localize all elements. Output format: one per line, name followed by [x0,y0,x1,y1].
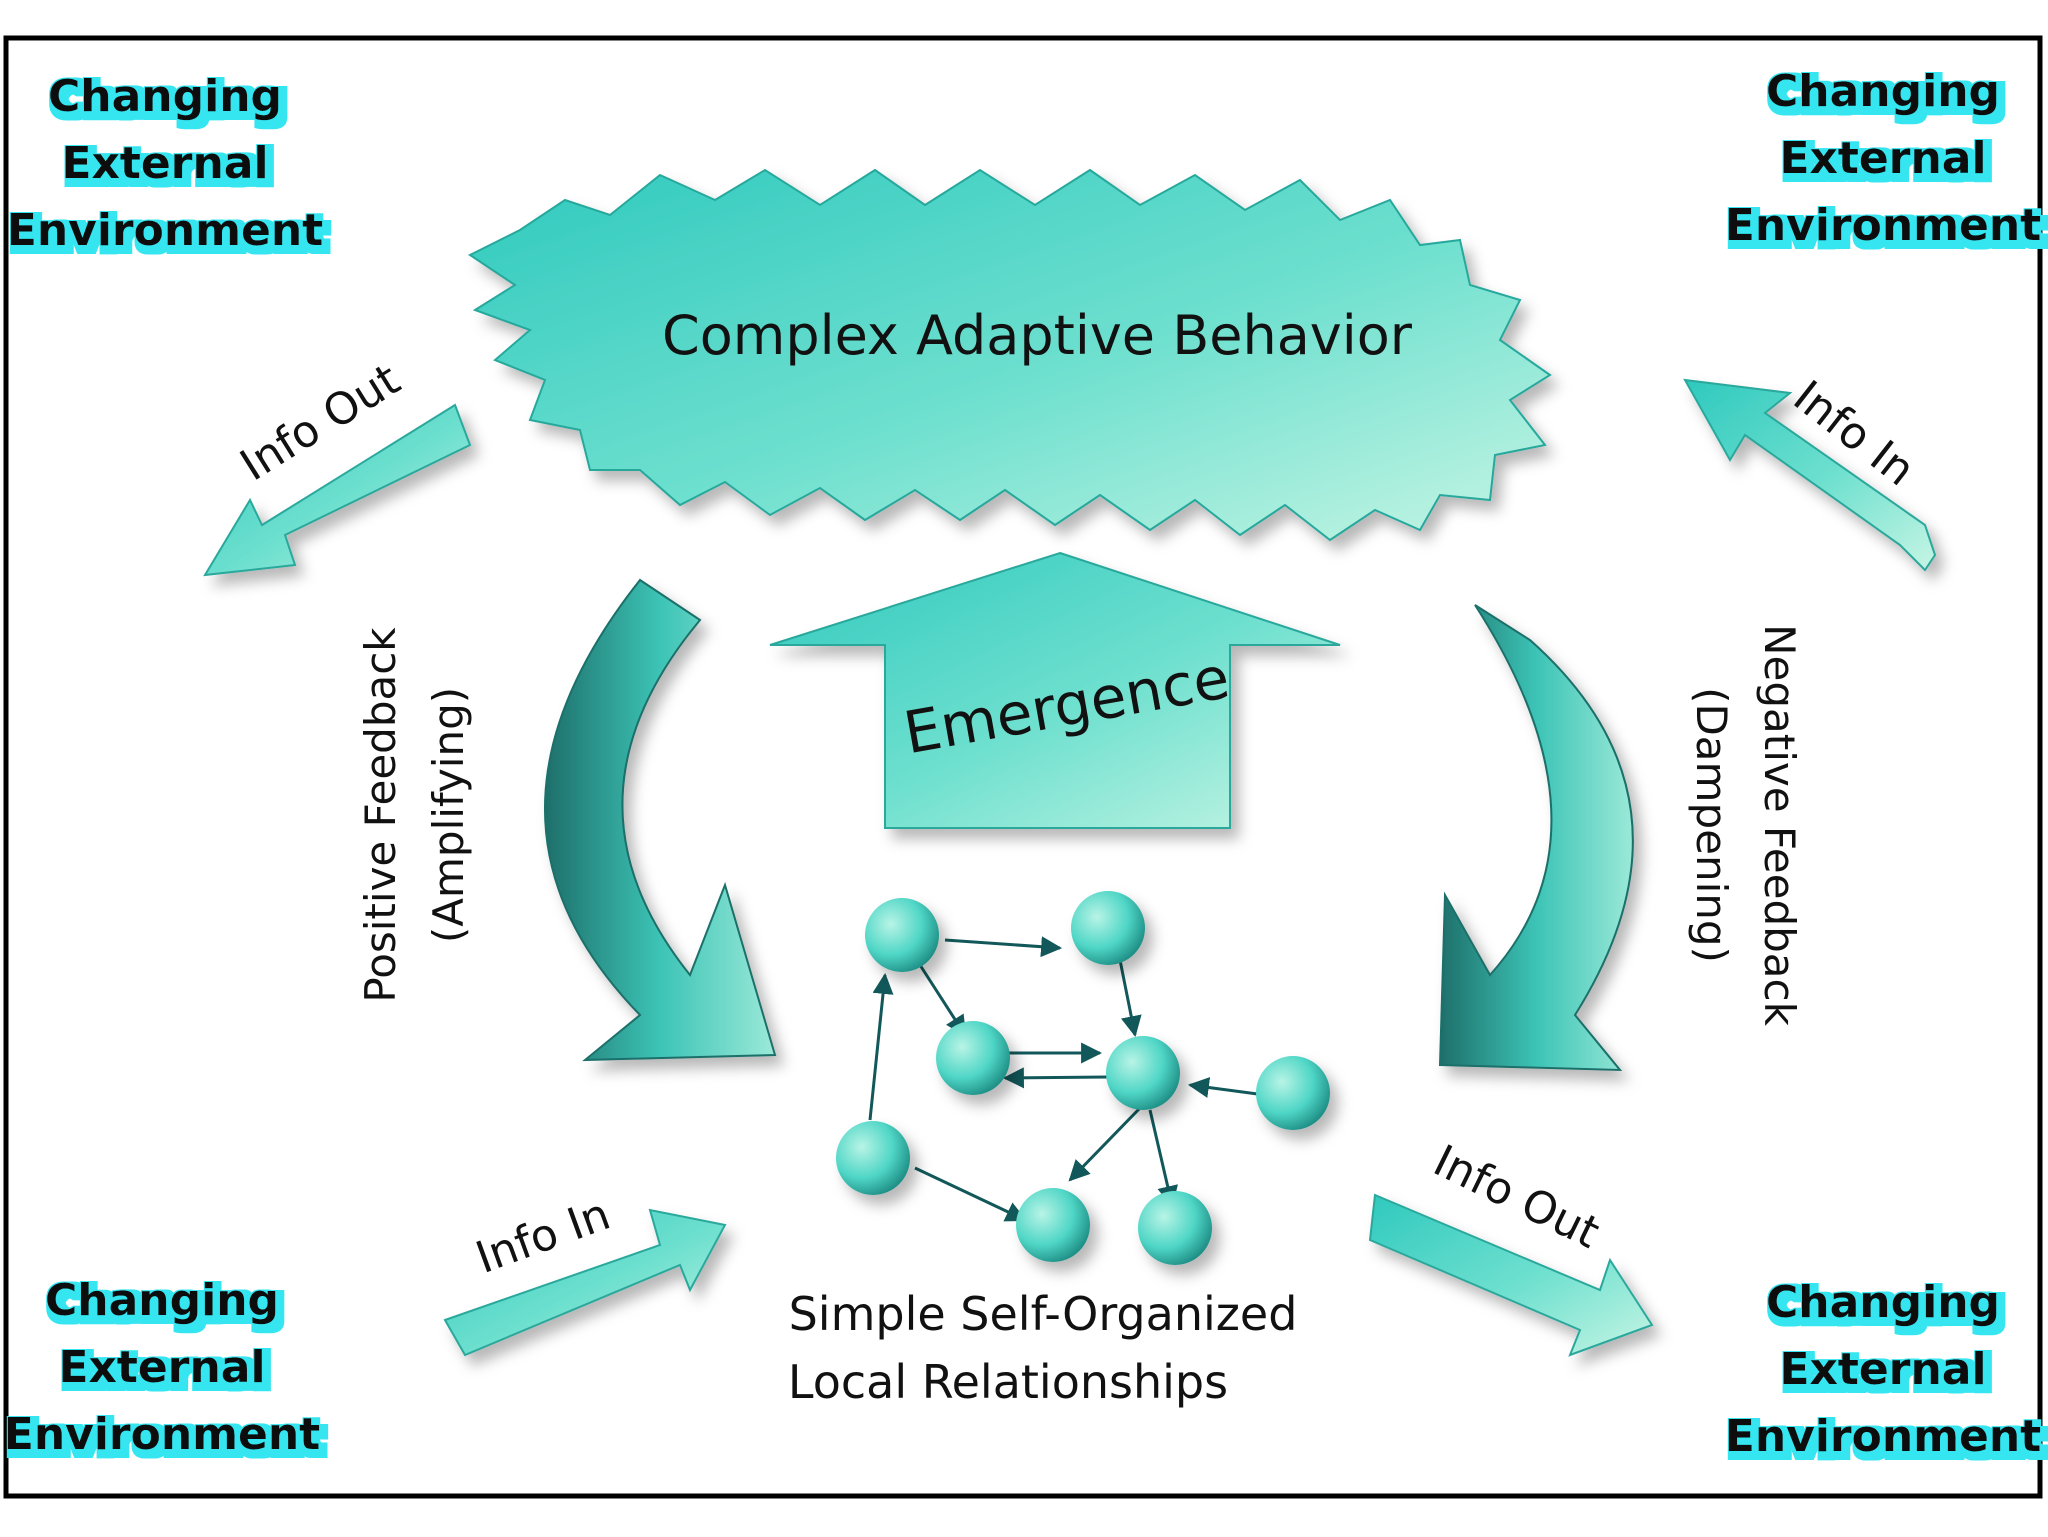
network-nodes [836,891,1330,1265]
node-8 [1138,1191,1212,1265]
corner-label-top-right: Changing External Environment [1725,66,2041,251]
emergence-arrow [769,551,1341,829]
info-out-arrow-bottom-right [1368,1193,1654,1357]
corner-tl-line3: Environment [7,205,323,256]
edge-7 [1068,1106,1142,1182]
edge-8 [1148,1109,1178,1208]
positive-feedback-label: Positive Feedback [356,627,405,1003]
corner-tl-line2: External [61,138,268,189]
subtitle-line2: Local Relationships [788,1355,1228,1409]
edge-3 [1118,959,1142,1038]
info-in-arrow-top-right [1683,378,1937,572]
corner-tr-line1: Changing [1766,66,2000,117]
edge-10 [868,972,894,1121]
complex-adaptive-behavior-burst [468,168,1552,542]
info-in-arrow-bottom-left [443,1208,727,1357]
corner-label-top-left: Changing External Environment [7,71,323,256]
corner-br-line2: External [1779,1344,1986,1395]
node-4 [1106,1036,1180,1110]
corner-label-bottom-left: Changing External Environment [4,1275,320,1460]
node-3 [936,1021,1010,1095]
corner-tl-line1: Changing [48,71,282,122]
positive-feedback-arrow [544,578,777,1062]
node-6 [836,1121,910,1195]
corner-bl-line1: Changing [45,1275,279,1326]
edge-5 [1002,1067,1109,1089]
corner-br-line3: Environment [1725,1411,2041,1462]
corner-br-line1: Changing [1766,1277,2000,1328]
info-out-arrow-top-left [203,403,472,577]
corner-bl-line3: Environment [4,1409,320,1460]
edge-1 [944,936,1063,958]
corner-label-bottom-right: Changing External Environment [1725,1277,2041,1462]
node-1 [865,898,939,972]
negative-feedback-label: Negative Feedback [1755,624,1804,1027]
edge-9 [914,1166,1027,1222]
node-2 [1071,891,1145,965]
negative-feedback-arrow [1438,604,1634,1072]
corner-tr-line2: External [1779,133,1986,184]
corner-tr-line3: Environment [1725,200,2041,251]
node-7 [1016,1188,1090,1262]
network-edges [868,936,1266,1222]
node-5 [1256,1056,1330,1130]
edge-6 [1187,1077,1266,1098]
subtitle-line1: Simple Self-Organized [789,1287,1298,1341]
burst-title: Complex Adaptive Behavior [662,304,1413,367]
edge-2 [918,964,967,1037]
corner-bl-line2: External [58,1342,265,1393]
amplifying-label: (Amplifying) [424,687,473,943]
dampening-label: (Dampening) [1687,687,1736,963]
